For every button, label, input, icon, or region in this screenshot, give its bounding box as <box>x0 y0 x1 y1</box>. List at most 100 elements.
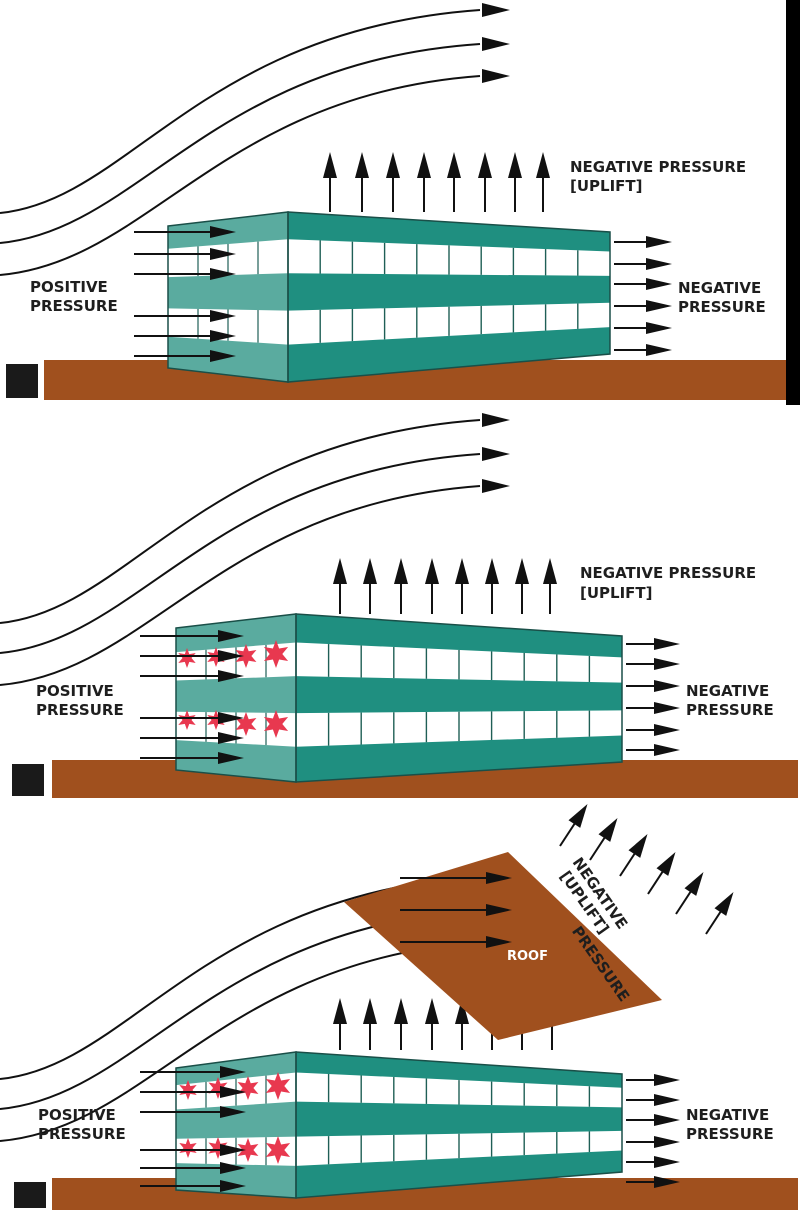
positive-pressure-arrow-3-head <box>220 1144 246 1156</box>
negative-uplift-label: NEGATIVE PRESSURE <box>580 564 756 582</box>
uplift-arrow-1-head <box>363 998 377 1024</box>
uplift-arrow-4-head <box>455 558 469 584</box>
negative-uplift-label: NEGATIVE PRESSURE <box>570 158 746 176</box>
positive-pressure-label: PRESSURE <box>36 701 124 719</box>
positive-pressure-arrow-1-head <box>210 248 236 260</box>
wind-streamline-0 <box>0 9 481 214</box>
negative-side-label: PRESSURE <box>686 1125 774 1143</box>
front-outline <box>287 211 611 383</box>
broken-window-burst-3 <box>265 1072 291 1100</box>
wind-streamline-head-1 <box>482 37 510 51</box>
negative-side-arrow-4-head <box>654 1156 680 1168</box>
broken-window-burst-2 <box>237 1076 259 1100</box>
roof-label: ROOF <box>507 949 548 964</box>
roof-uplift-arrow-head <box>598 818 618 842</box>
roof-uplift-arrow-head <box>684 872 704 896</box>
front-face <box>288 212 610 382</box>
positive-pressure-arrow-5-head <box>218 752 244 764</box>
negative-side-arrow-3-head <box>646 300 672 312</box>
uplift-arrow-0-head <box>333 558 347 584</box>
negative-side-arrow-0-head <box>654 1074 680 1086</box>
ground-marker-block <box>14 1182 46 1208</box>
positive-pressure-label: POSITIVE <box>36 682 114 700</box>
negative-side-arrow-3-head <box>654 702 680 714</box>
broken-window-burst-1 <box>208 1077 228 1099</box>
negative-side-arrow-1-head <box>654 1094 680 1106</box>
wind-streamline-head-2 <box>482 69 510 83</box>
broken-window-burst-3 <box>263 640 289 668</box>
uplift-arrow-4-head <box>455 998 469 1024</box>
panel-windows-broken: POSITIVEPRESSURENEGATIVEPRESSURENEGATIVE… <box>0 413 798 798</box>
front-face <box>296 614 622 782</box>
uplift-arrow-6-head <box>515 558 529 584</box>
negative-side-arrow-2-head <box>646 278 672 290</box>
wind-streamline-2 <box>0 941 481 1142</box>
panel-roof-lifted: POSITIVEPRESSURENEGATIVEPRESSUREROOFNEGA… <box>0 804 798 1210</box>
positive-pressure-label: POSITIVE <box>30 278 108 296</box>
positive-pressure-arrow-1-head <box>220 1086 246 1098</box>
positive-pressure-arrow-1-head <box>218 650 244 662</box>
uplift-arrow-2-head <box>386 152 400 178</box>
broken-window-burst-6 <box>235 712 257 736</box>
positive-pressure-arrow-5-head <box>220 1180 246 1192</box>
broken-window-burst-6 <box>237 1138 259 1162</box>
negative-side-label: PRESSURE <box>686 701 774 719</box>
broken-window-burst-5 <box>208 1137 228 1159</box>
negative-uplift-label: [UPLIFT] <box>570 177 643 195</box>
positive-pressure-arrow-4-head <box>218 732 244 744</box>
negative-side-arrow-5-head <box>646 344 672 356</box>
negative-side-label: PRESSURE <box>678 298 766 316</box>
negative-side-arrow-1-head <box>654 658 680 670</box>
negative-side-arrow-0-head <box>654 638 680 650</box>
wind-streamline-1 <box>0 453 481 654</box>
negative-side-arrow-5-head <box>654 744 680 756</box>
broken-window-burst-0 <box>179 1080 197 1100</box>
uplift-arrow-5-head <box>485 558 499 584</box>
roof-uplift-arrow-head <box>628 834 648 858</box>
wind-streamline-2 <box>0 75 481 276</box>
negative-side-arrow-2-head <box>654 1114 680 1126</box>
right-border <box>786 0 800 405</box>
positive-pressure-arrow-2-head <box>220 1106 246 1118</box>
uplift-arrow-4-head <box>447 152 461 178</box>
uplift-arrow-7-head <box>536 152 550 178</box>
uplift-arrow-0-head <box>323 152 337 178</box>
broken-window-burst-7 <box>265 1136 291 1164</box>
uplift-arrow-1-head <box>363 558 377 584</box>
positive-pressure-arrow-3-head <box>218 712 244 724</box>
roof-uplift-arrow-head <box>656 852 676 876</box>
uplift-arrow-3-head <box>425 998 439 1024</box>
broken-window-burst-0 <box>178 648 196 668</box>
wind-streamline-head-1 <box>482 447 510 461</box>
wind-over-roof-2-head <box>486 936 512 948</box>
positive-pressure-arrow-0-head <box>220 1066 246 1078</box>
wind-streamline-head-2 <box>482 479 510 493</box>
positive-pressure-arrow-2-head <box>210 268 236 280</box>
broken-window-burst-4 <box>179 1138 197 1158</box>
wind-over-roof-1-head <box>486 904 512 916</box>
wind-over-roof-0-head <box>486 872 512 884</box>
wind-streamline-1 <box>0 43 481 244</box>
negative-side-label: NEGATIVE <box>686 1106 769 1124</box>
uplift-arrow-2-head <box>394 558 408 584</box>
uplift-arrow-3-head <box>425 558 439 584</box>
broken-window-burst-4 <box>178 710 196 730</box>
ground-marker-block <box>12 764 44 796</box>
panel-intact: POSITIVEPRESSURENEGATIVEPRESSURENEGATIVE… <box>0 0 800 405</box>
front-outline <box>295 1051 623 1199</box>
negative-side-arrow-4-head <box>646 322 672 334</box>
positive-pressure-label: PRESSURE <box>30 297 118 315</box>
negative-side-arrow-1-head <box>646 258 672 270</box>
wind-streamline-0 <box>0 419 481 624</box>
negative-side-arrow-5-head <box>654 1176 680 1188</box>
broken-window-burst-2 <box>235 644 257 668</box>
uplift-arrow-5-head <box>478 152 492 178</box>
negative-side-arrow-0-head <box>646 236 672 248</box>
negative-side-arrow-4-head <box>654 724 680 736</box>
positive-pressure-label: PRESSURE <box>38 1125 126 1143</box>
roof-uplift-arrow-head <box>714 892 734 916</box>
broken-window-burst-5 <box>207 710 225 730</box>
positive-pressure-arrow-4-head <box>220 1162 246 1174</box>
uplift-arrow-2-head <box>394 998 408 1024</box>
